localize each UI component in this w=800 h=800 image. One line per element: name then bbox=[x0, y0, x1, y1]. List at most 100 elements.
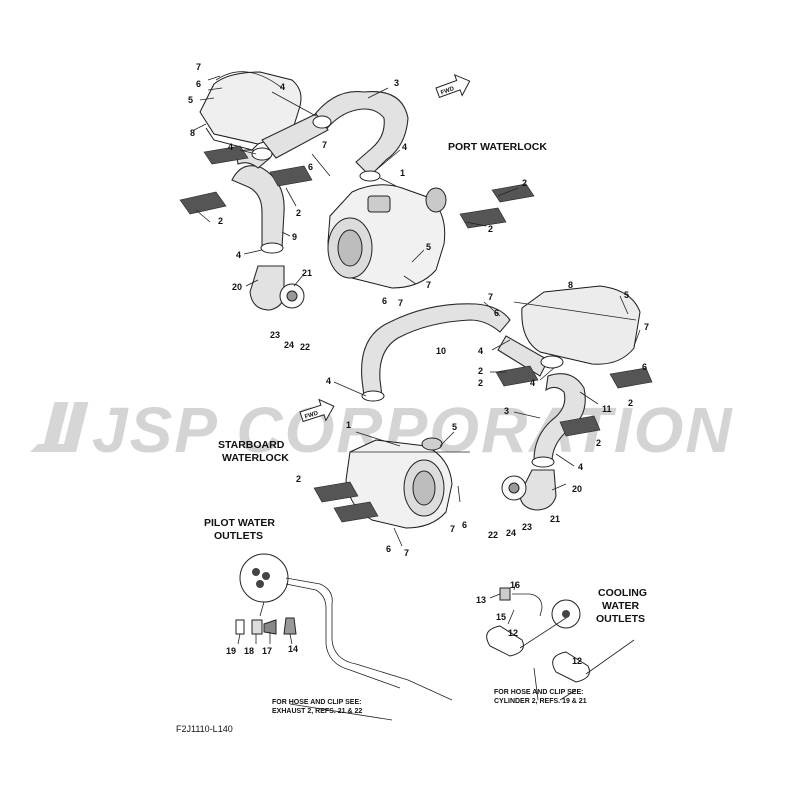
starboard-waterlock-assembly: FWD bbox=[299, 285, 653, 529]
callout-7: 7 bbox=[398, 298, 403, 308]
callout-17: 17 bbox=[262, 646, 272, 656]
callout-2: 2 bbox=[488, 224, 493, 234]
note-right-line2: CYLINDER 2, REFS. 19 & 21 bbox=[494, 698, 587, 705]
callout-6: 6 bbox=[382, 296, 387, 306]
callout-2: 2 bbox=[296, 208, 301, 218]
callout-21: 21 bbox=[550, 514, 560, 524]
watermark-logo-mark bbox=[30, 402, 89, 452]
callout-7: 7 bbox=[450, 524, 455, 534]
callout-23: 23 bbox=[522, 522, 532, 532]
fwd-arrow-top: FWD bbox=[435, 73, 471, 99]
callout-13: 13 bbox=[476, 595, 486, 605]
callout-3: 3 bbox=[504, 406, 509, 416]
title-starboard-line2: WATERLOCK bbox=[222, 452, 289, 464]
callout-22: 22 bbox=[488, 530, 498, 540]
callout-7: 7 bbox=[322, 140, 327, 150]
part-18 bbox=[251, 619, 263, 635]
callout-23: 23 bbox=[270, 330, 280, 340]
callout-6: 6 bbox=[308, 162, 313, 172]
callout-12: 12 bbox=[508, 628, 518, 638]
callout-2: 2 bbox=[628, 398, 633, 408]
callout-4: 4 bbox=[578, 462, 583, 472]
outlet-elbow-starboard bbox=[519, 469, 557, 511]
clamp-port-3 bbox=[260, 242, 284, 254]
callout-5: 5 bbox=[188, 95, 193, 105]
fwd-label-middle: FWD bbox=[304, 410, 319, 420]
callouts: 7 6 5 8 4 3 4 7 6 4 1 2 2 2 2 9 4 20 21 … bbox=[188, 62, 649, 666]
callout-9: 9 bbox=[292, 232, 297, 242]
figure-code: F2J1110-L140 bbox=[176, 724, 233, 734]
callout-21: 21 bbox=[302, 268, 312, 278]
callout-5: 5 bbox=[452, 422, 457, 432]
callout-7: 7 bbox=[196, 62, 201, 72]
title-pilot-line1: PILOT WATER bbox=[204, 517, 275, 529]
callout-6: 6 bbox=[494, 308, 499, 318]
callout-2: 2 bbox=[478, 378, 483, 388]
callout-19: 19 bbox=[226, 646, 236, 656]
callout-12: 12 bbox=[572, 656, 582, 666]
callout-7: 7 bbox=[488, 292, 493, 302]
callout-2: 2 bbox=[296, 474, 301, 484]
title-port-waterlock: PORT WATERLOCK bbox=[448, 141, 547, 153]
callout-7: 7 bbox=[644, 322, 649, 332]
callout-2: 2 bbox=[522, 178, 527, 188]
callout-2: 2 bbox=[218, 216, 223, 226]
callout-4: 4 bbox=[236, 250, 241, 260]
callout-15: 15 bbox=[496, 612, 506, 622]
clamp-port-1 bbox=[251, 147, 273, 161]
callout-20: 20 bbox=[232, 282, 242, 292]
muffler-right bbox=[521, 285, 641, 365]
callout-20: 20 bbox=[572, 484, 582, 494]
pilot-tube bbox=[285, 577, 453, 701]
part-19 bbox=[235, 619, 245, 635]
callout-1: 1 bbox=[346, 420, 351, 430]
callout-7: 7 bbox=[426, 280, 431, 290]
callout-4: 4 bbox=[530, 378, 535, 388]
title-cooling-line3: OUTLETS bbox=[596, 613, 645, 625]
callout-16: 16 bbox=[510, 580, 520, 590]
part-14 bbox=[283, 617, 297, 635]
outlet-elbow-port bbox=[249, 265, 285, 311]
callout-14: 14 bbox=[288, 644, 298, 654]
note-right-line1: FOR HOSE AND CLIP SEE: bbox=[494, 689, 583, 696]
pilot-water-outlets-assembly bbox=[235, 553, 453, 721]
callout-5: 5 bbox=[426, 242, 431, 252]
fwd-arrow-middle: FWD bbox=[299, 398, 335, 423]
callout-5: 5 bbox=[624, 290, 629, 300]
callout-7: 7 bbox=[404, 548, 409, 558]
note-left-line1: FOR HOSE AND CLIP SEE: bbox=[272, 699, 361, 706]
callout-2: 2 bbox=[596, 438, 601, 448]
notes: FOR HOSE AND CLIP SEE: EXHAUST 2, REFS. … bbox=[272, 689, 587, 715]
title-cooling-line1: COOLING bbox=[598, 587, 647, 599]
note-left-line2: EXHAUST 2, REFS. 21 & 22 bbox=[272, 708, 362, 715]
muffler-strap bbox=[215, 71, 283, 89]
fwd-label-top: FWD bbox=[440, 86, 456, 97]
title-cooling-line2: WATER bbox=[602, 600, 640, 612]
callout-11: 11 bbox=[602, 404, 612, 414]
callout-24: 24 bbox=[284, 340, 294, 350]
callout-3: 3 bbox=[394, 78, 399, 88]
callout-8: 8 bbox=[190, 128, 195, 138]
clamp-port-4 bbox=[359, 170, 381, 182]
leader-lines bbox=[193, 75, 641, 645]
callout-8: 8 bbox=[568, 280, 573, 290]
part-17 bbox=[263, 619, 277, 635]
port-waterlock-assembly: FWD bbox=[179, 71, 535, 311]
callout-6: 6 bbox=[196, 79, 201, 89]
callout-24: 24 bbox=[506, 528, 516, 538]
callout-4: 4 bbox=[280, 82, 285, 92]
callout-10: 10 bbox=[436, 346, 446, 356]
callout-6: 6 bbox=[386, 544, 391, 554]
callout-2: 2 bbox=[478, 366, 483, 376]
callout-6: 6 bbox=[642, 362, 647, 372]
pads-port bbox=[179, 145, 535, 229]
callout-4: 4 bbox=[326, 376, 331, 386]
muffler-top-left bbox=[199, 71, 302, 145]
pads-starboard bbox=[313, 365, 653, 523]
callout-6: 6 bbox=[462, 520, 467, 530]
callout-1: 1 bbox=[400, 168, 405, 178]
callout-4: 4 bbox=[402, 142, 407, 152]
callout-4: 4 bbox=[478, 346, 483, 356]
